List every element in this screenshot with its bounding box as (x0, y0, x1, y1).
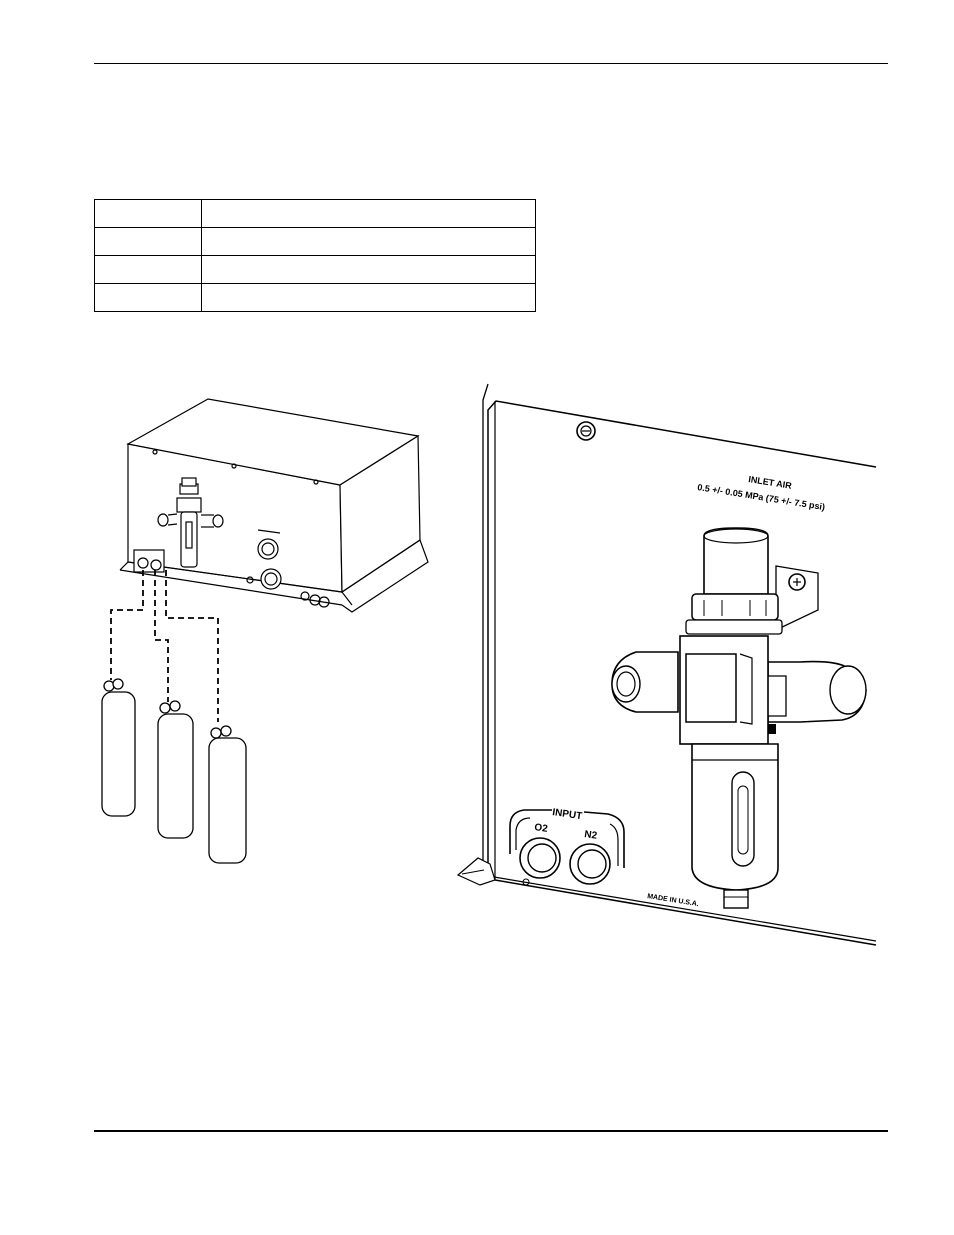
gas-cylinders (101, 678, 247, 864)
table-cell (201, 227, 536, 256)
panel-detail-illustration (456, 383, 877, 946)
table-cell (201, 283, 536, 312)
spec-table (94, 199, 536, 312)
gas-console-illustration (119, 398, 429, 613)
table-cell (94, 283, 202, 312)
input-o2-label: O2 (534, 822, 549, 835)
table-row (94, 283, 536, 312)
inlet-air-title: INLET AIR (748, 474, 793, 491)
made-in-label: MADE IN U.S.A. (647, 893, 700, 908)
gas-hose-lines (110, 570, 219, 722)
table-row (94, 227, 536, 256)
input-n2-label: N2 (584, 829, 599, 842)
input-label: INPUT (552, 807, 583, 822)
footer-rule (94, 1130, 888, 1132)
inlet-air-spec: 0.5 +/- 0.05 MPa (75 +/- 7.5 psi) (697, 482, 826, 512)
header-rule (94, 63, 888, 64)
